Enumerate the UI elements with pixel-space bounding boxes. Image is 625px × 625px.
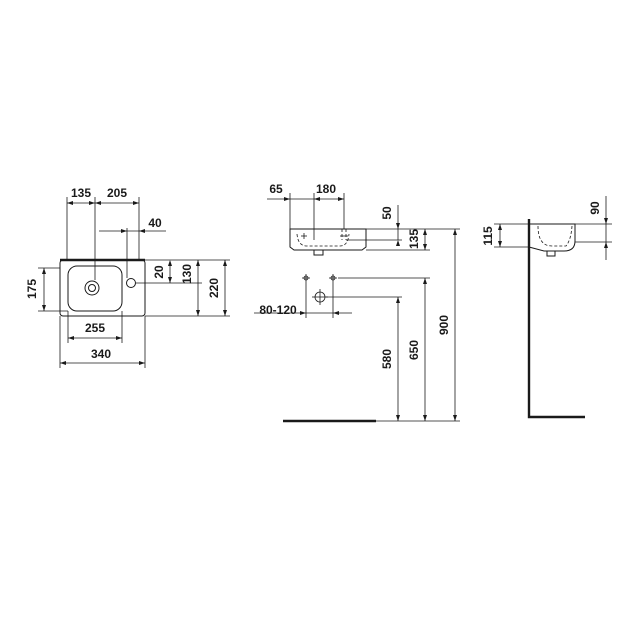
dim-340: 340 xyxy=(91,347,111,361)
basin-outline-side xyxy=(528,223,576,252)
dim-650: 650 xyxy=(407,340,421,360)
dim-220: 220 xyxy=(207,278,221,298)
water-connection-left xyxy=(302,274,310,282)
waste-connection xyxy=(312,289,328,305)
wall-section xyxy=(527,219,585,419)
dim-255: 255 xyxy=(85,321,105,335)
dim-135-front: 135 xyxy=(407,229,421,249)
dim-90: 90 xyxy=(588,201,602,215)
basin-outline-front xyxy=(289,228,367,251)
dim-130: 130 xyxy=(180,264,194,284)
dim-65: 65 xyxy=(269,182,283,196)
dim-50: 50 xyxy=(380,206,394,220)
dim-20: 20 xyxy=(152,265,166,279)
dim-205: 205 xyxy=(107,186,127,200)
dim-135-top: 135 xyxy=(71,186,91,200)
basin-outline-top xyxy=(59,259,146,317)
side-view: 115 90 xyxy=(481,196,612,419)
front-view: 65 180 50 135 xyxy=(254,182,460,423)
waste-outlet xyxy=(313,249,324,256)
bowl-hidden-line-side xyxy=(537,225,573,247)
dim-180: 180 xyxy=(316,182,336,196)
dim-900: 900 xyxy=(437,315,451,335)
dim-40: 40 xyxy=(148,216,162,230)
dim-580: 580 xyxy=(380,349,394,369)
top-view: 135 205 40 175 20 130 220 xyxy=(25,186,230,368)
tap-hole xyxy=(126,278,136,288)
dim-175: 175 xyxy=(25,279,39,299)
drain-inner xyxy=(88,284,96,292)
dim-80-120: 80-120 xyxy=(259,303,297,317)
drain-outer xyxy=(84,280,100,296)
water-connection-right xyxy=(329,274,337,282)
waste-outlet-side xyxy=(546,250,556,257)
dim-115: 115 xyxy=(481,226,495,246)
